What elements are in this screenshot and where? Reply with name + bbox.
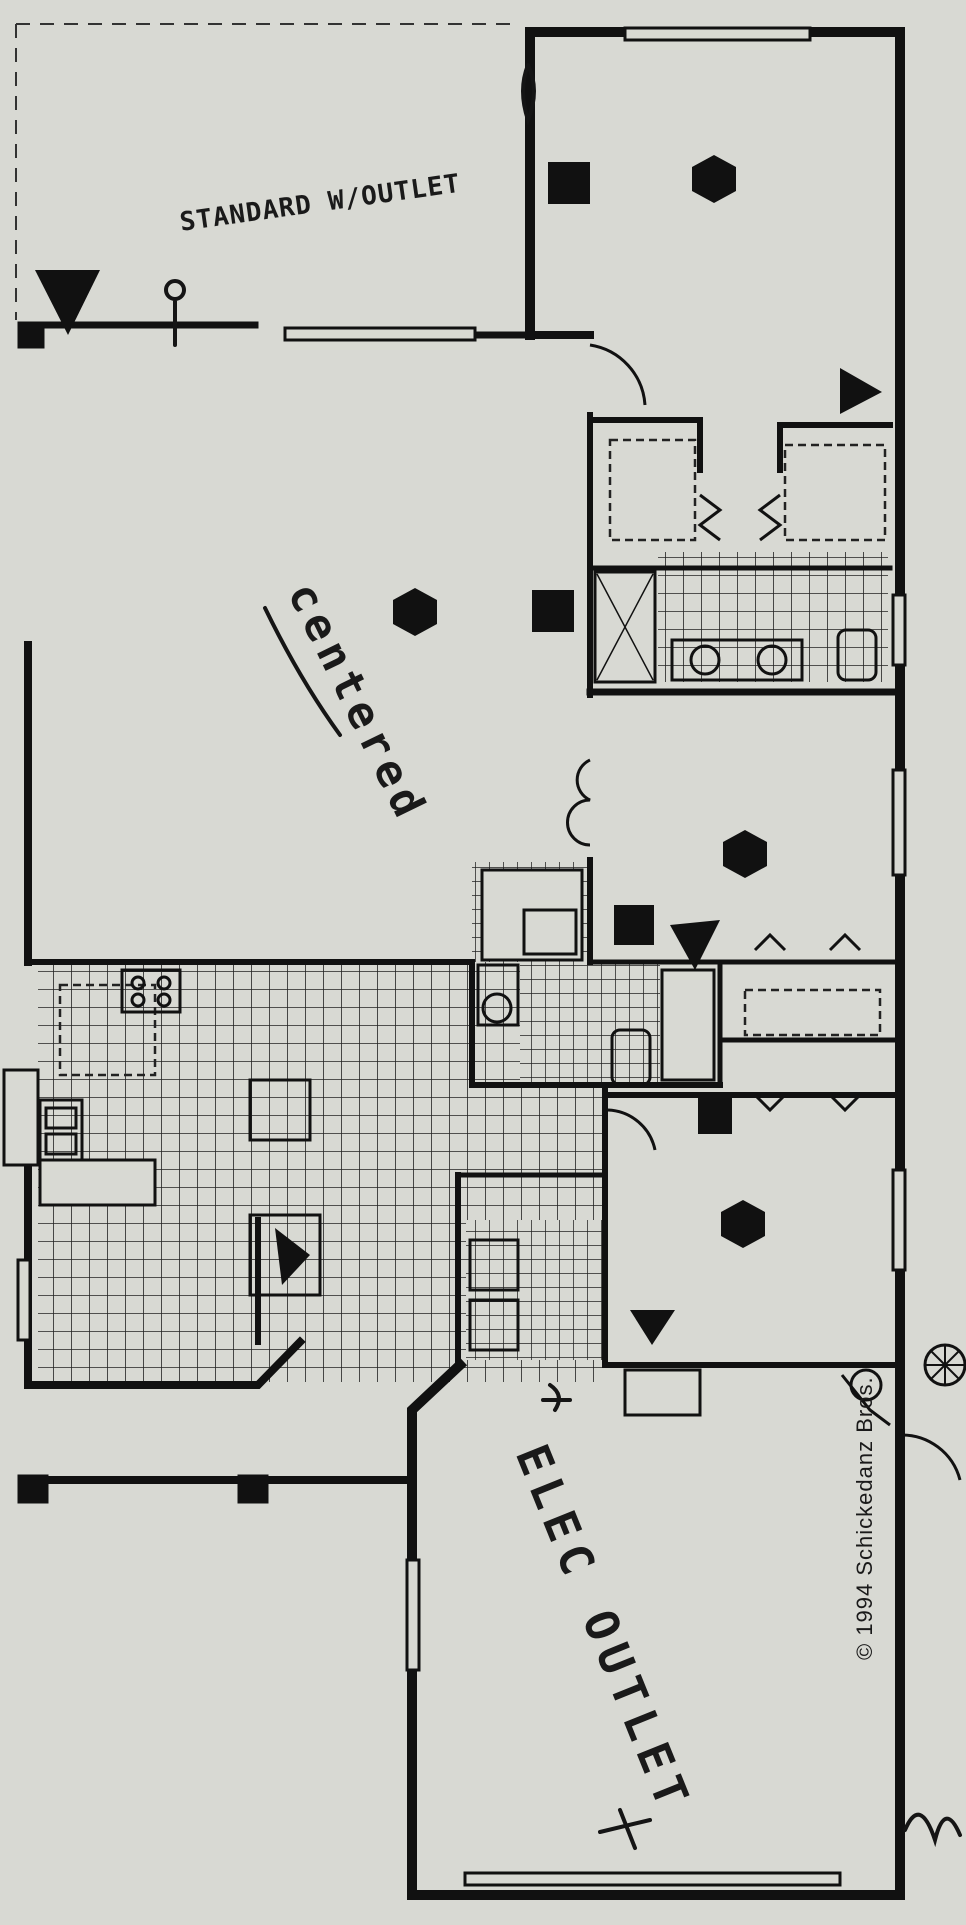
tile-floor (38, 552, 888, 1382)
closets (58, 438, 887, 1077)
closet-doors (697, 493, 862, 1113)
walls (17, 27, 905, 1900)
windows (2, 26, 907, 1887)
handwritten-marks (164, 63, 962, 1850)
fixtures (38, 570, 966, 1417)
copyright-text: © 1994 Schickedanz Bros. (852, 1376, 877, 1660)
ceiling-fan-symbols (393, 155, 767, 1248)
light-symbols (532, 162, 732, 1134)
lanai-outline (15, 23, 520, 320)
tv-symbols (35, 270, 882, 1345)
